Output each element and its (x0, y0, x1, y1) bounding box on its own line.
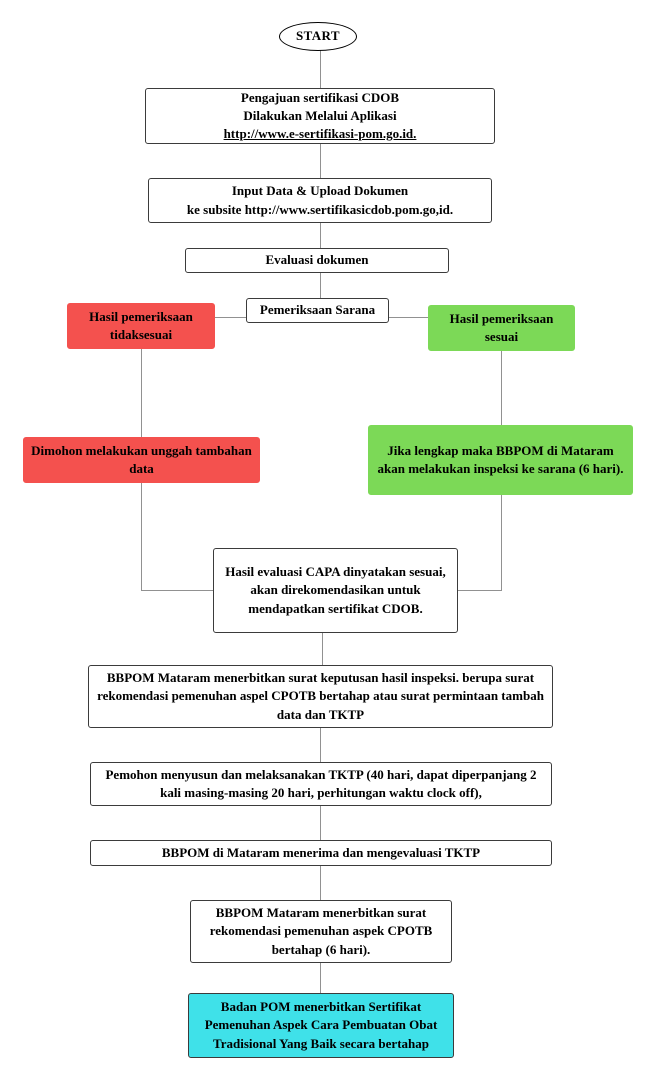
connector-unggah-down (141, 483, 142, 591)
connector-inspeksi-capa (458, 590, 502, 591)
connector-inspeksi-down (501, 495, 502, 591)
tktp-evaluasi-box: BBPOM di Mataram menerima dan mengevalua… (90, 840, 552, 866)
sertifikat-box: Badan POM menerbitkan Sertifikat Pemenuh… (188, 993, 454, 1058)
start-node: START (279, 22, 357, 51)
hasil-tidak-sesuai-box: Hasil pemeriksaan tidaksesuai (67, 303, 215, 349)
connector-menerima-rekomendasi (320, 866, 321, 900)
pemeriksaan-sarana-box: Pemeriksaan Sarana (246, 298, 389, 323)
pengajuan-line2: Dilakukan Melalui Aplikasi (243, 107, 397, 123)
pengajuan-sertifikasi-box: Pengajuan sertifikasi CDOB Dilakukan Mel… (145, 88, 495, 144)
connector-capa-keputusan (322, 633, 323, 665)
hasil-sesuai-box: Hasil pemeriksaan sesuai (428, 305, 575, 351)
connector-keputusan-pemohon (320, 728, 321, 762)
evaluasi-capa-box: Hasil evaluasi CAPA dinyatakan sesuai, a… (213, 548, 458, 633)
inspeksi-sarana-box: Jika lengkap maka BBPOM di Mataram akan … (368, 425, 633, 495)
connector-pemeriksaan-sesuai (389, 317, 428, 318)
surat-rekomendasi-box: BBPOM Mataram menerbitkan surat rekomend… (190, 900, 452, 963)
input-upload-box: Input Data & Upload Dokumen ke subsite h… (148, 178, 492, 223)
pengajuan-link: http://www.e-sertifikasi-pom.go.id. (223, 126, 417, 142)
connector-start-pengajuan (320, 50, 321, 88)
tktp-pemohon-box: Pemohon menyusun dan melaksanakan TKTP (… (90, 762, 552, 806)
connector-pemohon-menerima (320, 806, 321, 840)
evaluasi-dokumen-box: Evaluasi dokumen (185, 248, 449, 273)
connector-input-evaluasi (320, 223, 321, 248)
connector-rekomendasi-sertifikat (320, 963, 321, 993)
unggah-tambahan-box: Dimohon melakukan unggah tambahan data (23, 437, 260, 483)
pengajuan-line1: Pengajuan sertifikasi CDOB (240, 89, 400, 105)
input-upload-line1: Input Data & Upload Dokumen (231, 183, 409, 199)
surat-keputusan-box: BBPOM Mataram menerbitkan surat keputusa… (88, 665, 553, 728)
connector-sesuai-inspeksi (501, 351, 502, 425)
connector-evaluasi-pemeriksaan (320, 273, 321, 298)
input-upload-line2: ke subsite http://www.sertifikasicdob.po… (186, 201, 454, 217)
connector-pemeriksaan-tidaksesuai (215, 317, 246, 318)
connector-pengajuan-input (320, 144, 321, 178)
connector-unggah-capa (141, 590, 213, 591)
connector-tidaksesuai-unggah (141, 349, 142, 437)
